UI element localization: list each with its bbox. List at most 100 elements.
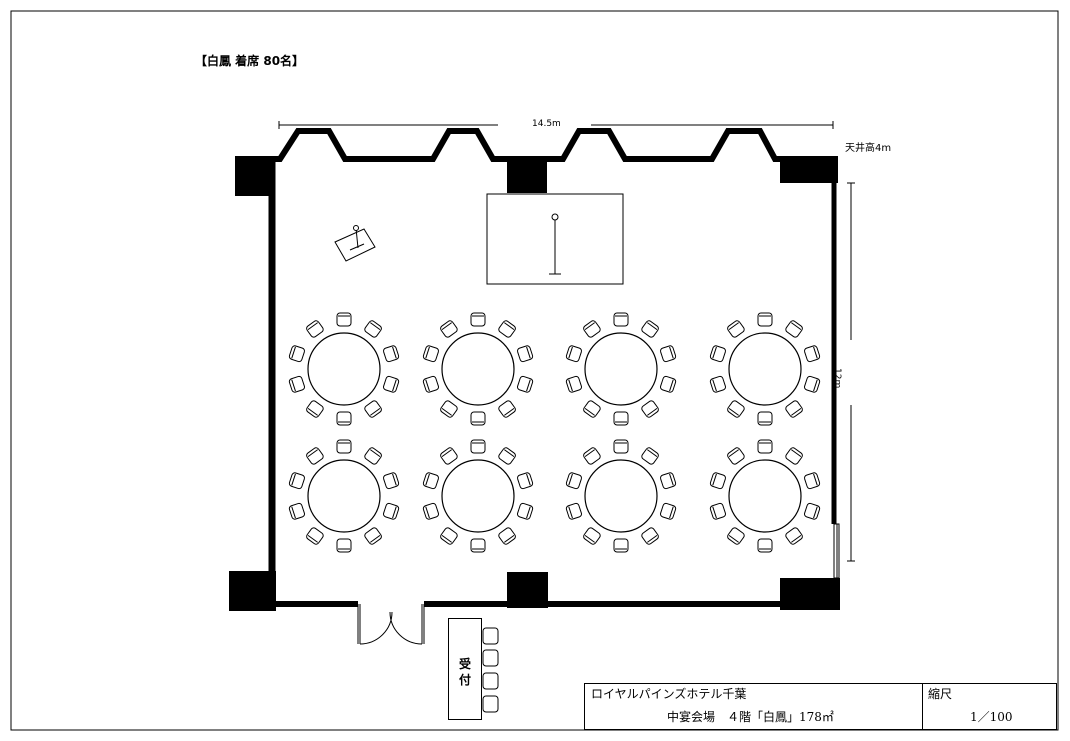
round-tables bbox=[288, 312, 821, 553]
chair bbox=[306, 527, 324, 545]
chair bbox=[641, 447, 659, 465]
chair bbox=[660, 345, 677, 363]
chair bbox=[641, 527, 659, 545]
table-top bbox=[584, 459, 658, 533]
chair bbox=[804, 472, 821, 490]
width-label: 14.5m bbox=[532, 119, 561, 129]
chair bbox=[288, 345, 305, 363]
chair bbox=[422, 375, 439, 393]
top-wall-bay-windows bbox=[270, 128, 834, 162]
round-table bbox=[288, 312, 400, 426]
chair bbox=[336, 411, 352, 426]
chair bbox=[583, 400, 601, 418]
chair bbox=[306, 447, 324, 465]
chair bbox=[709, 375, 726, 393]
round-table bbox=[422, 312, 534, 426]
chair bbox=[440, 400, 458, 418]
chair bbox=[641, 320, 659, 338]
ceiling-height-label: 天井高4m bbox=[845, 143, 892, 154]
chair bbox=[757, 411, 773, 426]
chair bbox=[613, 312, 629, 327]
depth-label: 12m bbox=[832, 368, 842, 389]
chair bbox=[498, 320, 516, 338]
lectern-icon bbox=[334, 225, 376, 262]
chair bbox=[583, 527, 601, 545]
chair bbox=[498, 447, 516, 465]
entrance-doors bbox=[357, 604, 425, 645]
chair bbox=[565, 375, 582, 393]
title-block: ロイヤルパインズホテル千葉 中宴会場 ４階「白鳳」178㎡ 縮尺 1／100 bbox=[584, 683, 1057, 730]
title-block-main-cell bbox=[585, 684, 923, 729]
microphone-stand-icon bbox=[549, 213, 561, 275]
chair bbox=[288, 502, 305, 520]
chair bbox=[517, 472, 534, 490]
chair bbox=[727, 527, 745, 545]
round-table bbox=[422, 439, 534, 553]
pillar-bottom-right bbox=[780, 578, 840, 610]
pillar-top-center bbox=[507, 156, 547, 193]
reception-label-2: 付 bbox=[458, 673, 471, 687]
chair bbox=[364, 320, 382, 338]
table-top bbox=[728, 459, 802, 533]
chair bbox=[660, 375, 677, 393]
chair bbox=[470, 312, 486, 327]
chair bbox=[804, 502, 821, 520]
chair bbox=[440, 320, 458, 338]
chair bbox=[641, 400, 659, 418]
chair bbox=[757, 439, 773, 454]
chair bbox=[383, 345, 400, 363]
pillar-top-right bbox=[780, 156, 838, 183]
chair bbox=[785, 400, 803, 418]
pillar-top-left bbox=[235, 156, 275, 196]
chair bbox=[785, 447, 803, 465]
chair bbox=[470, 439, 486, 454]
chair bbox=[364, 400, 382, 418]
chair bbox=[785, 527, 803, 545]
chair bbox=[383, 472, 400, 490]
table-top bbox=[584, 332, 658, 406]
chair bbox=[517, 375, 534, 393]
chair bbox=[709, 472, 726, 490]
chair bbox=[613, 411, 629, 426]
chair bbox=[440, 447, 458, 465]
chair bbox=[383, 375, 400, 393]
chair bbox=[364, 447, 382, 465]
reception-label-1: 受 bbox=[458, 657, 471, 671]
hotel-name: ロイヤルパインズホテル千葉 bbox=[591, 687, 747, 701]
chair bbox=[422, 472, 439, 490]
chair bbox=[583, 447, 601, 465]
table-top bbox=[728, 332, 802, 406]
chair bbox=[422, 502, 439, 520]
chair bbox=[565, 502, 582, 520]
chair bbox=[613, 439, 629, 454]
chair bbox=[709, 345, 726, 363]
chair bbox=[709, 502, 726, 520]
chair bbox=[727, 447, 745, 465]
reception-chairs bbox=[482, 627, 499, 713]
chair bbox=[757, 312, 773, 327]
chair bbox=[804, 345, 821, 363]
scale-label: 縮尺 bbox=[928, 687, 953, 701]
venue-name: 中宴会場 ４階「白鳳」178㎡ bbox=[667, 710, 834, 724]
chair bbox=[336, 538, 352, 553]
chair bbox=[306, 400, 324, 418]
chair bbox=[306, 320, 324, 338]
chair bbox=[470, 411, 486, 426]
table-top bbox=[307, 459, 381, 533]
scale-value: 1／100 bbox=[970, 710, 1013, 724]
round-table bbox=[288, 439, 400, 553]
reception-desk: 受 付 bbox=[448, 618, 482, 720]
chair bbox=[517, 502, 534, 520]
pillar-bottom-left bbox=[229, 571, 276, 611]
round-table bbox=[565, 312, 677, 426]
chair bbox=[517, 345, 534, 363]
chair bbox=[383, 502, 400, 520]
pillar-bottom-center bbox=[507, 572, 548, 608]
chair bbox=[336, 439, 352, 454]
chair bbox=[583, 320, 601, 338]
chair bbox=[727, 320, 745, 338]
chair bbox=[288, 375, 305, 393]
plan-title: 【白鳳 着席 80名】 bbox=[195, 54, 305, 68]
chair bbox=[422, 345, 439, 363]
